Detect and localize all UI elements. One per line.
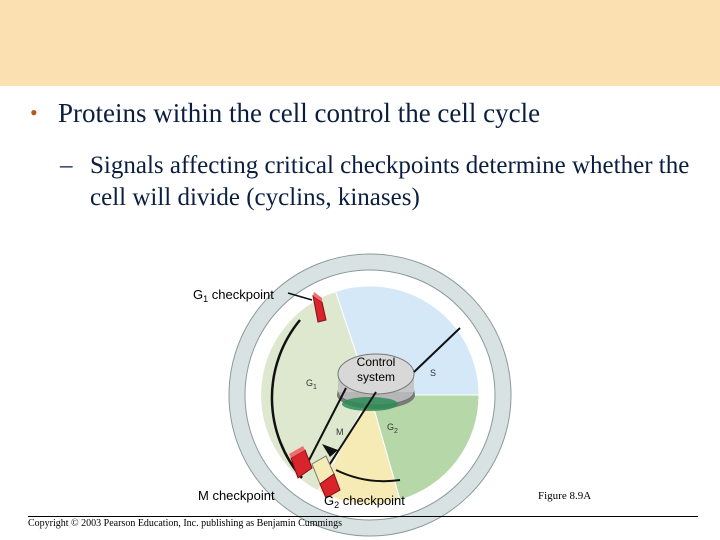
g1-checkpoint-label: G1 checkpoint [193,287,274,304]
cycle-arrow-bottom [335,469,401,483]
phase-s-label: S [430,368,436,378]
m-checkpoint-gate-top [289,446,305,458]
g2-checkpoint-gate-red [319,473,341,499]
hub-top [337,353,415,395]
sub-bullet-text: Signals affecting critical checkpoints d… [90,152,690,211]
phase-m-sector [317,393,401,505]
sub-bullet-dash: – [60,152,73,179]
phase-g1-sector [260,290,371,492]
m-checkpoint-label: M checkpoint [198,488,275,503]
control-system-label-line2: system [357,370,395,384]
header-band [0,0,720,86]
phase-g1-label: G1 [306,378,317,391]
figure-label: Figure 8.9A [538,490,592,502]
phase-m-label: M [336,427,344,437]
pointer-line-s [413,327,461,373]
pointer-line-g1 [287,292,313,301]
footer-divider [28,516,698,517]
arrowhead-icon [322,444,338,457]
g1-checkpoint-gate-top [313,292,322,302]
phase-g2-label: G2 [387,422,398,435]
cycle-arrow-left [270,319,303,479]
copyright-text: Copyright © 2003 Pearson Education, Inc.… [28,518,342,529]
pointer-line-m [304,387,347,469]
g2-checkpoint-label: G2 checkpoint [324,493,405,510]
bullet-text: Proteins within the cell control the cel… [58,98,541,128]
pointer-line-g2 [325,391,377,471]
phase-g2-sector [369,394,480,501]
bullet-dot: • [30,100,38,125]
hub-green-shadow [342,397,398,411]
control-system-label-line1: Control [357,355,396,369]
